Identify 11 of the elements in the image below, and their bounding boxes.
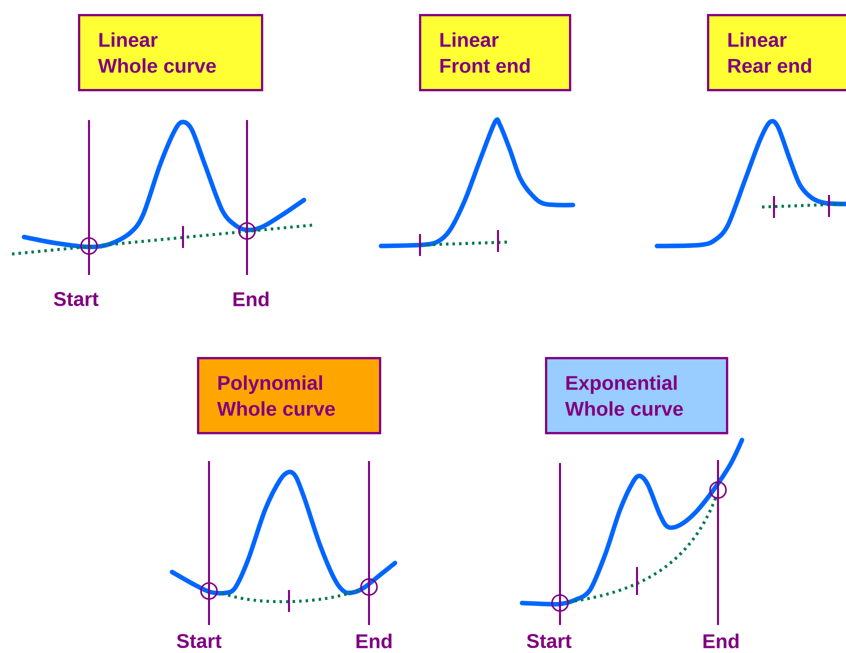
- axis-label: Start: [54, 292, 98, 306]
- axis-label: End: [356, 634, 392, 648]
- method-box: Polynomial Whole curve: [197, 357, 382, 434]
- method-box: Exponential Whole curve: [545, 357, 728, 434]
- method-box: Linear Front end: [419, 14, 572, 92]
- axis-label: End: [234, 292, 269, 306]
- method-box: Linear Whole curve: [78, 14, 264, 92]
- axis-label: End: [704, 634, 738, 648]
- axis-label: Start: [176, 634, 222, 648]
- method-box: Linear Rear end: [707, 14, 846, 92]
- axis-label: Start: [526, 634, 572, 648]
